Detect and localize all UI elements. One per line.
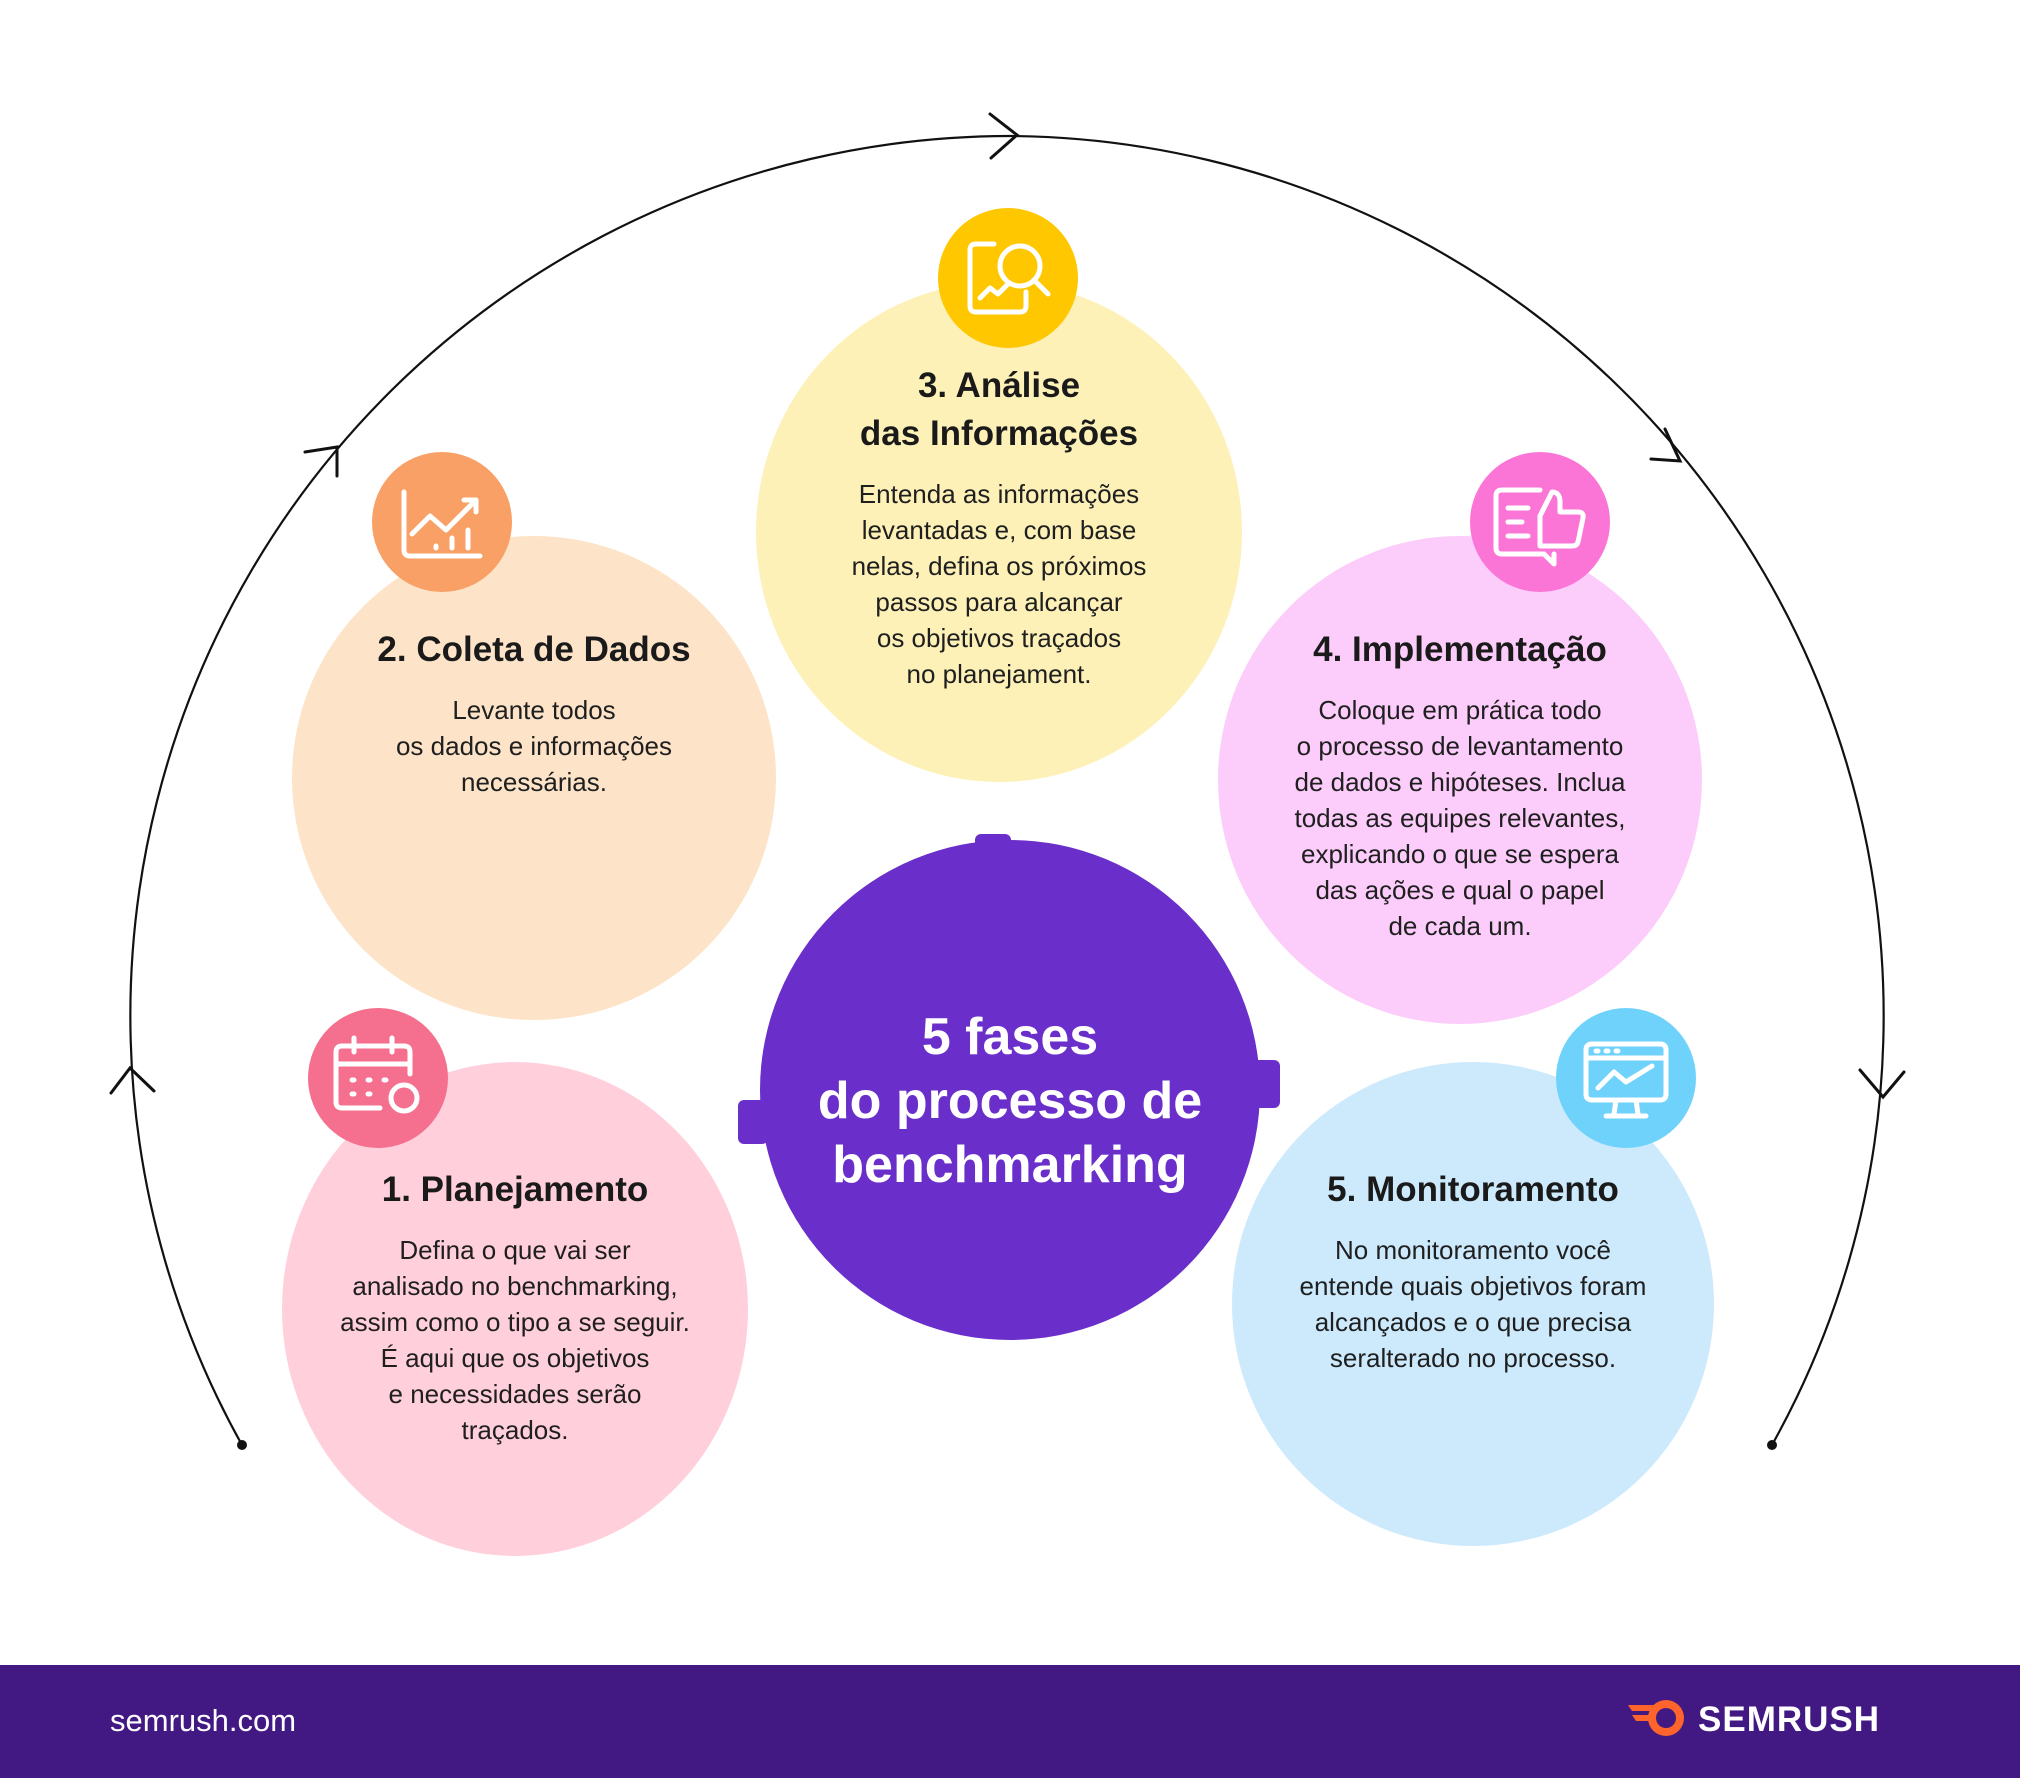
thumbs-up-list-icon bbox=[1493, 487, 1586, 567]
brand-name: SEMRUSH bbox=[1698, 1700, 1881, 1739]
center-circle-notch-right bbox=[1250, 1060, 1280, 1108]
phase-description: No monitoramento você entende quais obje… bbox=[1299, 1235, 1647, 1373]
phase-4-badge bbox=[1470, 452, 1610, 592]
phase-description: Defina o que vai ser analisado no benchm… bbox=[340, 1235, 690, 1445]
process-cycle-arc bbox=[109, 112, 1906, 1450]
footer-url[interactable]: semrush.com bbox=[110, 1703, 297, 1738]
arc-arrow-right-lower bbox=[1858, 1068, 1906, 1100]
arc-arrow-right-upper bbox=[1649, 427, 1683, 463]
footer-bar: semrush.com SEMRUSH bbox=[0, 1665, 2020, 1778]
arc-arrow-left-upper bbox=[303, 445, 339, 478]
center-circle bbox=[760, 840, 1260, 1340]
center-circle-notch-left bbox=[738, 1100, 768, 1144]
phase-1-badge bbox=[308, 1008, 448, 1148]
center-title: 5 fases do processo de benchmarking bbox=[817, 1008, 1203, 1194]
phase-2-badge bbox=[372, 452, 512, 592]
phase-coleta-de-dados: 2. Coleta de Dados Levante todos os dado… bbox=[292, 536, 776, 1020]
outer-arc bbox=[129, 134, 1885, 1446]
arc-end-dot bbox=[1767, 1440, 1777, 1450]
phase-3-badge bbox=[938, 208, 1078, 348]
phase-description: Entenda as informações levantadas e, com… bbox=[851, 479, 1147, 689]
center-circle-notch-top bbox=[975, 834, 1011, 854]
monitor-chart-icon bbox=[1583, 1041, 1669, 1119]
phase-5-badge bbox=[1556, 1008, 1696, 1148]
phase-description: Levante todos os dados e informações nec… bbox=[395, 695, 673, 797]
phase-description: Coloque em prática todo o processo de le… bbox=[1294, 695, 1626, 941]
phase-planejamento: 1. Planejamento Defina o que vai ser ana… bbox=[282, 1062, 748, 1556]
phase-title: 5. Monitoramento bbox=[1327, 1170, 1619, 1209]
arc-start-dot bbox=[237, 1440, 247, 1450]
phase-analise-das-informacoes: 3. Análise das Informações Entenda as in… bbox=[756, 282, 1242, 782]
phase-title: 2. Coleta de Dados bbox=[377, 630, 691, 669]
calendar-settings-icon bbox=[333, 1035, 420, 1114]
semrush-flame-icon bbox=[1628, 1700, 1684, 1736]
phase-implementacao: 4. Implementação Coloque em prática todo… bbox=[1218, 536, 1702, 1024]
arc-arrow-top bbox=[988, 112, 1020, 160]
arc-arrow-left-lower bbox=[109, 1065, 156, 1095]
phase-title: 1. Planejamento bbox=[381, 1170, 649, 1209]
phase-title: 4. Implementação bbox=[1313, 630, 1607, 669]
document-search-icon bbox=[967, 241, 1051, 315]
phase-title: 3. Análise das Informações bbox=[859, 366, 1139, 453]
chart-trend-icon bbox=[401, 489, 483, 559]
